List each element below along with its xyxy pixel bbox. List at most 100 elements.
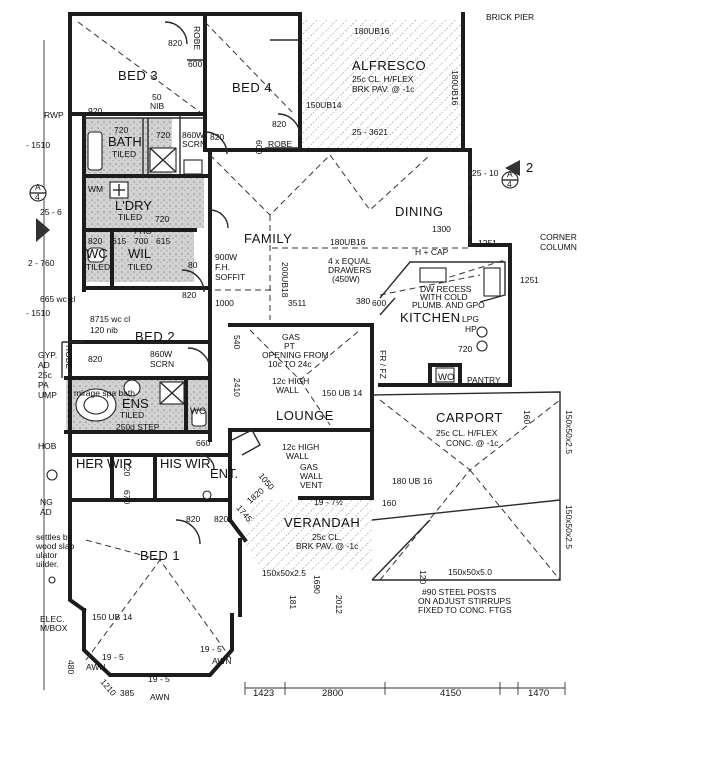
wil-tiled-note: TILED <box>128 262 152 272</box>
room-bed1: BED 1 <box>140 548 180 563</box>
dim-385: 385 <box>120 688 134 698</box>
gas-pt-4: 10c TO 24c <box>268 359 312 369</box>
gyp-3: 25c <box>38 370 52 380</box>
dim-600b: 600 <box>254 140 264 154</box>
gas-pt-2: PT <box>284 341 295 351</box>
dim-380: 380 <box>356 296 370 306</box>
room-wo: WO <box>438 372 454 383</box>
dim-600c: 600 <box>372 298 386 308</box>
room-dining: DINING <box>395 204 444 219</box>
room-laundry: L'DRY <box>115 198 152 213</box>
room-verandah: VERANDAH <box>284 515 360 530</box>
dim-25-10: 25 - 10 <box>472 168 499 178</box>
dim-1000: 1000 <box>215 298 234 308</box>
lpg-note: LPG <box>462 314 479 324</box>
dim-820f: 820 <box>88 354 102 364</box>
dimensions: 820 600 920 720 720 820 820 600 720 820 … <box>26 38 549 699</box>
room-labels: BED 3 BED 4 ALFRESCO BATH L'DRY WC WIL D… <box>64 26 503 563</box>
nib-note: NIB <box>150 101 165 111</box>
fixtures <box>75 131 488 427</box>
section-b-letter: A <box>507 169 513 179</box>
dim-1251a: 1251 <box>478 238 497 248</box>
alfresco-hatch <box>300 20 463 150</box>
nib-120-note: 120 nib <box>90 325 118 335</box>
rwp-label: RWP <box>44 110 64 120</box>
carport-spec-1: 25c CL. H/FLEX <box>436 428 498 438</box>
beam-150ub14-note: 150UB14 <box>306 100 342 110</box>
fho-note: FHO <box>134 226 152 236</box>
wc-tiled-note: TILED <box>86 262 110 272</box>
wood-slab-note: wood slab <box>35 541 75 551</box>
ulator-note: ulator <box>36 550 57 560</box>
wc-clearance-2: 8715 wc cl <box>90 314 130 324</box>
alfresco-dim-note: 25 - 3621 <box>352 127 388 137</box>
gas-vent-2: WALL <box>300 471 323 481</box>
interior-lines <box>61 21 561 661</box>
bay-dim-1: 19 - 5 <box>102 652 124 662</box>
brick-pier-note: BRICK PIER <box>486 12 534 22</box>
wc-clearance-1: 665 wc cl <box>40 294 76 304</box>
room-robe2: ROBE <box>268 139 292 149</box>
ad-note: AD <box>40 507 52 517</box>
room-her-wir: HER WIR <box>76 456 132 471</box>
drawers-2: DRAWERS <box>328 265 371 275</box>
awn-3: AWN <box>150 692 170 702</box>
mirage-spa-note: mirage spa bath <box>74 388 135 398</box>
section-markers <box>29 160 520 242</box>
dim-1210: 1210 <box>98 677 118 698</box>
bay-beam-note: 150 UB 14 <box>92 612 132 622</box>
screen2-b: SCRN <box>150 359 174 369</box>
room-robe3: ROBE <box>64 345 74 369</box>
alfresco-spec-2: BRK PAV. @ -1c <box>352 84 415 94</box>
gas-pt-3: OPENING FROM <box>262 350 329 360</box>
dw-recess-1: DW RECESS <box>420 284 472 294</box>
gyp-1: GYP. <box>38 350 57 360</box>
post-right-1: 150x50x2.5 <box>564 410 574 454</box>
post-right-2: 150x50x2.5 <box>564 505 574 549</box>
dim-3511: 3511 <box>288 298 307 308</box>
high-wall-a1: 12c HIGH <box>272 376 309 386</box>
dim-120: 120 <box>418 570 428 584</box>
beam-180ub16-note: 180UB16 <box>330 237 366 247</box>
room-bed2: BED 2 <box>135 329 175 344</box>
dw-recess-2: WITH COLD <box>420 292 468 302</box>
verandah-dim: 19 - 7½ <box>314 497 343 507</box>
section-b-number: 4 <box>507 179 512 189</box>
room-lounge: LOUNGE <box>276 408 334 423</box>
dim-80: 80 <box>188 260 198 270</box>
room-bed4: BED 4 <box>232 80 272 95</box>
post-bottom: 150x50x5.0 <box>448 567 492 577</box>
room-kitchen: KITCHEN <box>400 310 461 325</box>
dim-25-6: 25 - 6 <box>40 207 62 217</box>
ensuite-tiled-note: TILED <box>120 410 144 420</box>
elec-box-2: M/BOX <box>40 623 68 633</box>
room-his-wir: HIS WIR <box>160 456 211 471</box>
alfresco-beam-note: 180UB16 <box>354 26 390 36</box>
awn-1: AWN <box>86 662 106 672</box>
room-bed3: BED 3 <box>118 68 158 83</box>
gas-vent-1: GAS <box>300 462 318 472</box>
dim-820d: 820 <box>88 236 102 246</box>
dim-1510a: - 1510 <box>26 140 50 150</box>
dim-615b: 615 <box>156 236 170 246</box>
gas-pt-1: GAS <box>282 332 300 342</box>
annotations: BRICK PIER 180UB16 180UB16 25c CL. H/FLE… <box>35 12 577 702</box>
hob-note: HOB <box>38 441 57 451</box>
laundry-tile <box>84 178 204 228</box>
dim-920: 920 <box>88 106 102 116</box>
dim-1251b: 1251 <box>520 275 539 285</box>
gyp-2: AD <box>38 360 50 370</box>
nib-50-note: 50 <box>152 92 162 102</box>
awn-2: AWN <box>212 656 232 666</box>
screen-860-b: SCRN <box>182 139 206 149</box>
dim-820c: 820 <box>210 132 224 142</box>
laundry-tiled-note: TILED <box>118 212 142 222</box>
beam-200ub18-note: 200UB18 <box>280 262 290 298</box>
gas-vent-3: VENT <box>300 480 323 490</box>
high-wall-b2: WALL <box>286 451 309 461</box>
bottom-dimension-line <box>43 40 566 695</box>
room-carport: CARPORT <box>436 410 503 425</box>
verandah-hatch <box>245 500 372 570</box>
bay-dim-3: 19 - 5 <box>148 674 170 684</box>
